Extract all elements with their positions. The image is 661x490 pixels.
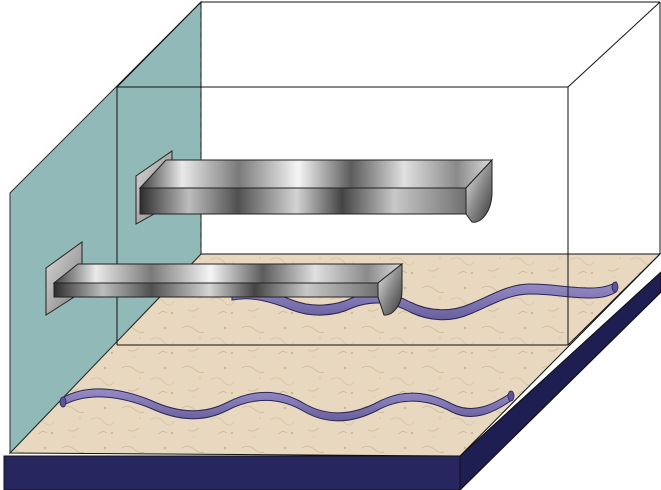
lower-wave-channel [59,388,515,422]
lower-cantilever [45,241,404,316]
base-slab [3,271,661,490]
upper-cantilever [135,150,494,225]
